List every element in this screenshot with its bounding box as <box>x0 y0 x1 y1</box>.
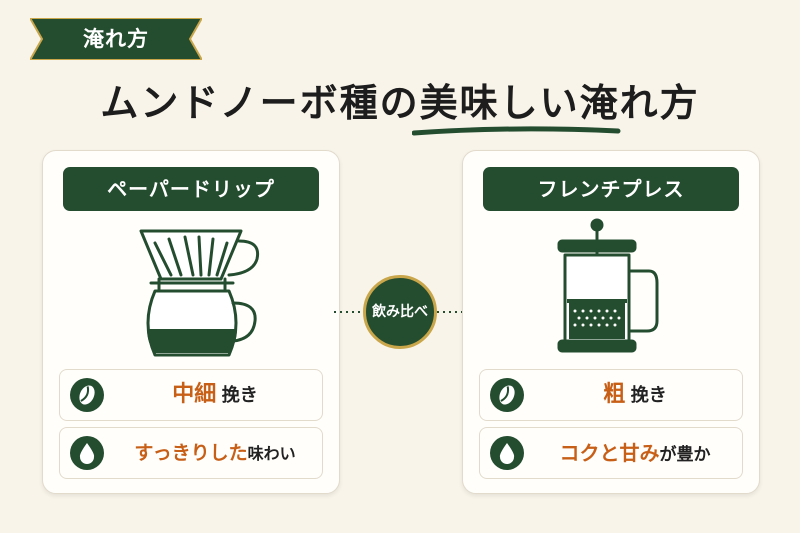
section-tag-label: 淹れ方 <box>83 27 149 51</box>
coffee-bean-icon <box>79 385 95 405</box>
taste-suffix: 味わい <box>247 444 296 463</box>
tag-ribbon-shape <box>30 18 202 60</box>
section-tag: 淹れ方 <box>30 18 202 60</box>
french-press-icon <box>557 218 659 353</box>
grind-suffix: 挽き <box>221 385 258 406</box>
page-title: ムンドノーボ種の美味しい淹れ方 <box>100 81 700 125</box>
method-card-paper-drip: ペーパードリップ 中細 挽き すっきりした味わい <box>42 150 340 494</box>
paper-drip-dripper-icon <box>139 229 260 357</box>
grind-row: 粗 挽き <box>479 369 743 421</box>
grind-suffix: 挽き <box>630 385 667 406</box>
taste-highlight: すっきりした <box>134 442 248 464</box>
water-drop-icon <box>79 443 95 464</box>
taste-row: すっきりした味わい <box>59 427 323 479</box>
coffee-bean-icon <box>499 385 515 405</box>
taste-suffix: が豊か <box>659 445 711 465</box>
connector-dots-left <box>334 311 364 313</box>
grind-row: 中細 挽き <box>59 369 323 421</box>
taste-row: コクと甘みが豊か <box>479 427 743 479</box>
comparison-badge: 飲み比べ <box>363 275 437 349</box>
water-drop-icon <box>499 443 515 464</box>
grind-size-highlight: 粗 <box>603 382 626 407</box>
method-card-title: フレンチプレス <box>483 167 739 211</box>
grind-size-highlight: 中細 <box>172 382 217 407</box>
title-underline <box>412 126 621 136</box>
taste-highlight: コクと甘み <box>559 441 660 465</box>
method-card-french-press: フレンチプレス 粗 挽き <box>462 150 760 494</box>
method-card-title: ペーパードリップ <box>63 167 319 211</box>
